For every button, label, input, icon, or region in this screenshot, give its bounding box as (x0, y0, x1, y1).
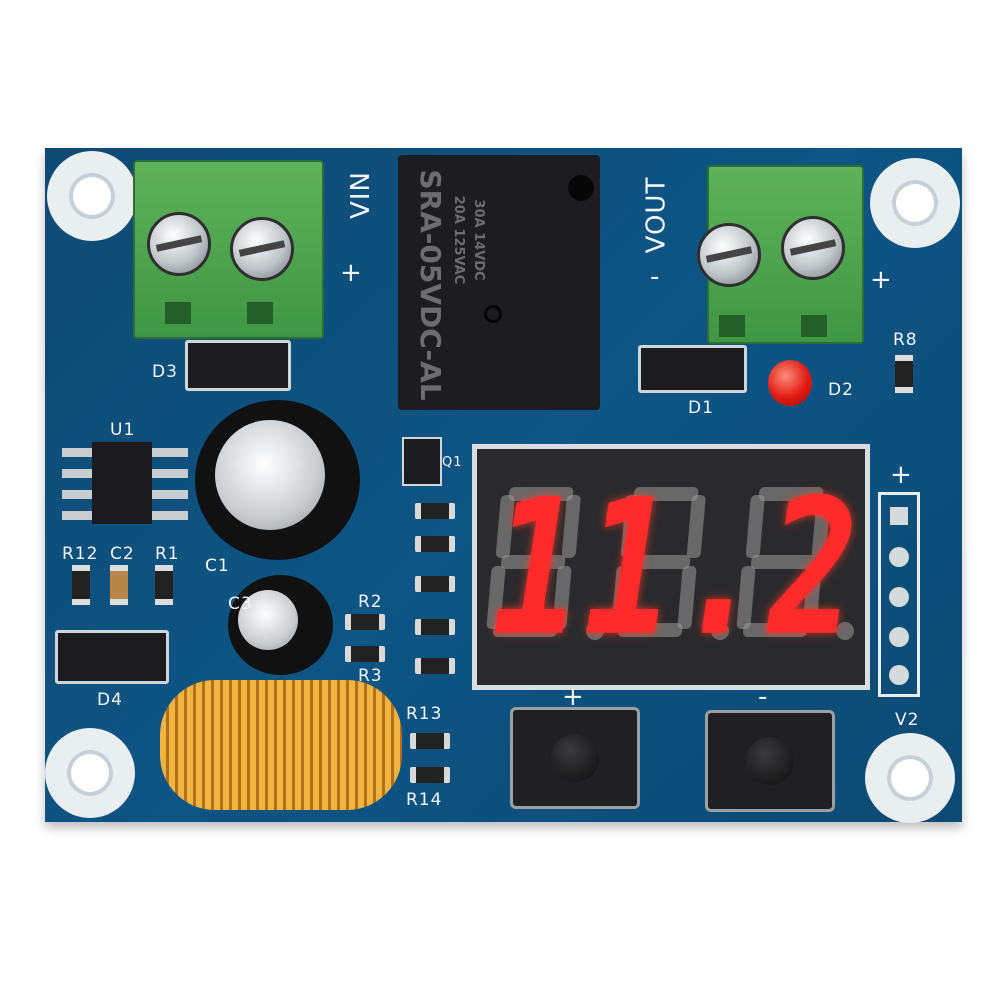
increase-button[interactable] (510, 707, 640, 809)
r2-label: R2 (358, 592, 383, 612)
capacitor-c3-top (238, 590, 298, 650)
segment-d (492, 623, 558, 637)
r3-label: R3 (358, 666, 383, 686)
vin-plus-label: + (340, 258, 363, 288)
segment-c (552, 566, 572, 629)
segment-f (745, 495, 765, 558)
vout-plus-label: + (870, 265, 893, 295)
led-d2 (768, 360, 812, 406)
resistor-r13 (410, 733, 450, 749)
diode-d1 (638, 345, 747, 393)
mounting-hole (45, 728, 135, 818)
segment-a (758, 487, 824, 501)
resistor-r1 (155, 565, 173, 605)
button-up-label: + (562, 682, 585, 712)
r12-label: R12 (62, 544, 99, 564)
v2-label: V2 (895, 710, 920, 730)
segment-e (486, 566, 506, 629)
segment-a (633, 487, 699, 501)
resistor-r12 (72, 565, 90, 605)
decrease-button[interactable] (705, 710, 835, 812)
decimal-point (586, 622, 604, 640)
toroid-inductor (160, 680, 402, 810)
mounting-hole (865, 733, 955, 823)
display-value: 11.2 (491, 460, 861, 678)
segment-b (561, 495, 581, 558)
seven-segment-display: 11.2 (472, 444, 870, 690)
relay-model: SRA-05VDC-AL (414, 169, 447, 401)
d1-label: D1 (688, 398, 714, 418)
capacitor (415, 576, 455, 592)
diode-d3 (185, 340, 291, 391)
diode-d4 (55, 630, 169, 684)
screw-icon[interactable] (697, 223, 761, 287)
v2-plus-label: + (890, 460, 913, 490)
mounting-hole (870, 158, 960, 248)
d3-label: D3 (152, 362, 178, 382)
resistor-r2 (345, 614, 385, 630)
u1-label: U1 (110, 420, 136, 440)
segment-d (617, 623, 683, 637)
c2-label: C2 (110, 544, 135, 564)
segment-b (811, 495, 831, 558)
segment-e (736, 566, 756, 629)
segment-f (620, 495, 640, 558)
resistor (415, 536, 455, 552)
segment-a (508, 487, 574, 501)
segment-g (625, 555, 691, 569)
display-unlit-segments (486, 487, 854, 640)
screw-icon[interactable] (147, 212, 211, 276)
segment-c (677, 566, 697, 629)
vin-label: VIN (345, 171, 376, 219)
r8-label: R8 (893, 330, 918, 350)
screw-icon[interactable] (781, 216, 845, 280)
ic-u1 (92, 442, 152, 524)
segment-e (611, 566, 631, 629)
d4-label: D4 (97, 690, 123, 710)
mounting-hole (47, 151, 137, 241)
capacitor-c2 (110, 565, 128, 605)
segment-f (495, 495, 515, 558)
transistor-q1 (402, 437, 442, 486)
segment-d (742, 623, 808, 637)
relay-rating-ac: 20A 125VAC (451, 195, 466, 285)
segment-g (750, 555, 816, 569)
resistor (415, 658, 455, 674)
resistor-r8 (895, 355, 913, 393)
capacitor-c1-top (215, 420, 325, 530)
r1-label: R1 (155, 544, 180, 564)
resistor (415, 619, 455, 635)
vout-minus-label: - (650, 262, 661, 292)
decimal-point (711, 622, 729, 640)
decimal-point (836, 622, 854, 640)
relay-rating-dc: 30A 14VDC (471, 199, 486, 281)
d2-label: D2 (828, 380, 854, 400)
resistor (415, 503, 455, 519)
vout-label: VOUT (641, 176, 672, 254)
resistor-r14 (410, 767, 450, 783)
ic-pins (62, 448, 92, 520)
q1-label: Q1 (442, 455, 463, 470)
r13-label: R13 (406, 704, 443, 724)
resistor-r3 (345, 646, 385, 662)
button-down-label: - (758, 682, 769, 712)
segment-g (500, 555, 566, 569)
segment-b (686, 495, 706, 558)
segment-c (802, 566, 822, 629)
c3-label: C3 (228, 594, 253, 614)
c1-label: C1 (205, 556, 230, 576)
screw-icon[interactable] (230, 217, 294, 281)
header-v2 (878, 492, 920, 697)
relay: SRA-05VDC-AL 30A 14VDC 20A 125VAC (398, 155, 600, 410)
ic-pins (152, 448, 188, 520)
r14-label: R14 (406, 790, 443, 810)
